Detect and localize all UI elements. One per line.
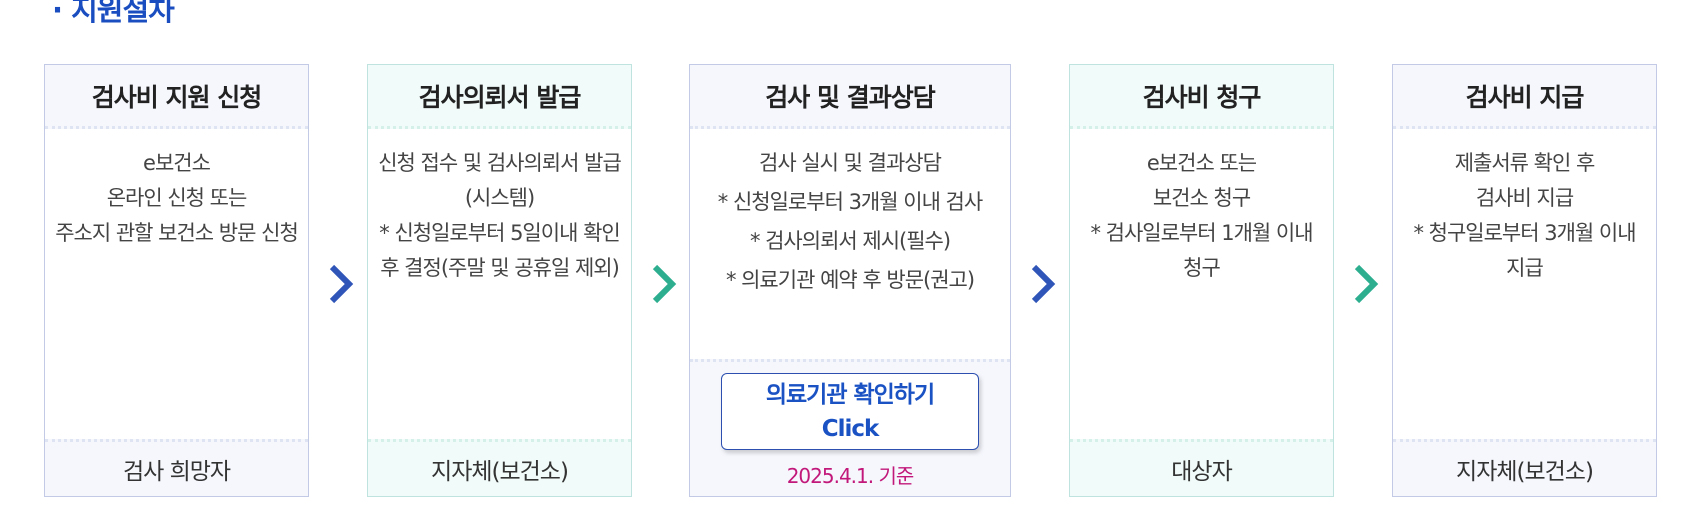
step-description: e보건소 또는 보건소 청구 * 검사일로부터 1개월 이내 청구	[1070, 129, 1333, 439]
step-actor: 지자체(보건소)	[1393, 439, 1656, 496]
step-line: 검사 실시 및 결과상담	[759, 151, 942, 175]
step-line: 신청 접수 및 검사의뢰서 발급	[378, 151, 622, 175]
section-title: · 지원절차	[52, 0, 175, 27]
button-label-click: Click	[821, 415, 880, 442]
step-card-test-counseling: 검사 및 결과상담 검사 실시 및 결과상담 * 신청일로부터 3개월 이내 검…	[689, 64, 1011, 497]
step-line: * 검사의뢰서 제시(필수)	[749, 229, 951, 253]
step-line: 청구	[1183, 256, 1221, 280]
chevron-right-icon	[1354, 264, 1379, 304]
reference-date-note: 2025.4.1. 기준	[786, 464, 915, 488]
step-card-application: 검사비 지원 신청 e보건소 온라인 신청 또는 주소지 관할 보건소 방문 신…	[44, 64, 309, 497]
step-line: e보건소 또는	[1146, 151, 1257, 175]
step-line: * 신청일로부터 3개월 이내 검사	[717, 190, 983, 214]
step-card-payment: 검사비 지급 제출서류 확인 후 검사비 지급 * 청구일로부터 3개월 이내 …	[1392, 64, 1657, 497]
step-line: 주소지 관할 보건소 방문 신청	[55, 221, 299, 245]
step-line: 보건소 청구	[1152, 186, 1251, 210]
step-line: (시스템)	[464, 186, 535, 210]
step-title: 검사비 지급	[1393, 65, 1656, 129]
step-line: 제출서류 확인 후	[1454, 151, 1596, 175]
chevron-right-icon	[329, 264, 354, 304]
step-line: 지급	[1506, 256, 1544, 280]
step-line: 온라인 신청 또는	[106, 186, 248, 210]
step-description: 검사 실시 및 결과상담 * 신청일로부터 3개월 이내 검사 * 검사의뢰서 …	[690, 129, 1010, 359]
step-card-referral: 검사의뢰서 발급 신청 접수 및 검사의뢰서 발급 (시스템) * 신청일로부터…	[367, 64, 632, 497]
step-line: 검사비 지급	[1475, 186, 1574, 210]
step-description: 제출서류 확인 후 검사비 지급 * 청구일로부터 3개월 이내 지급	[1393, 129, 1656, 439]
button-label: 의료기관 확인하기	[765, 381, 935, 408]
step-title: 검사비 청구	[1070, 65, 1333, 129]
step-line: * 검사일로부터 1개월 이내	[1090, 221, 1313, 245]
chevron-right-icon	[652, 264, 677, 304]
step-footer: 의료기관 확인하기 Click 2025.4.1. 기준	[690, 359, 1010, 496]
step-actor: 지자체(보건소)	[368, 439, 631, 496]
step-line: * 청구일로부터 3개월 이내	[1413, 221, 1636, 245]
medical-institution-check-button[interactable]: 의료기관 확인하기 Click	[721, 373, 979, 450]
step-actor: 대상자	[1070, 439, 1333, 496]
chevron-right-icon	[1031, 264, 1056, 304]
step-description: 신청 접수 및 검사의뢰서 발급 (시스템) * 신청일로부터 5일이내 확인 …	[368, 129, 631, 439]
step-line: 후 결정(주말 및 공휴일 제외)	[380, 256, 620, 280]
step-line: e보건소	[143, 151, 211, 175]
step-card-claim: 검사비 청구 e보건소 또는 보건소 청구 * 검사일로부터 1개월 이내 청구…	[1069, 64, 1334, 497]
step-title: 검사비 지원 신청	[45, 65, 308, 129]
step-title: 검사의뢰서 발급	[368, 65, 631, 129]
step-line: * 의료기관 예약 후 방문(권고)	[725, 268, 975, 292]
step-title: 검사 및 결과상담	[690, 65, 1010, 129]
step-line: * 신청일로부터 5일이내 확인	[379, 221, 620, 245]
step-actor: 검사 희망자	[45, 439, 308, 496]
step-description: e보건소 온라인 신청 또는 주소지 관할 보건소 방문 신청	[45, 129, 308, 439]
